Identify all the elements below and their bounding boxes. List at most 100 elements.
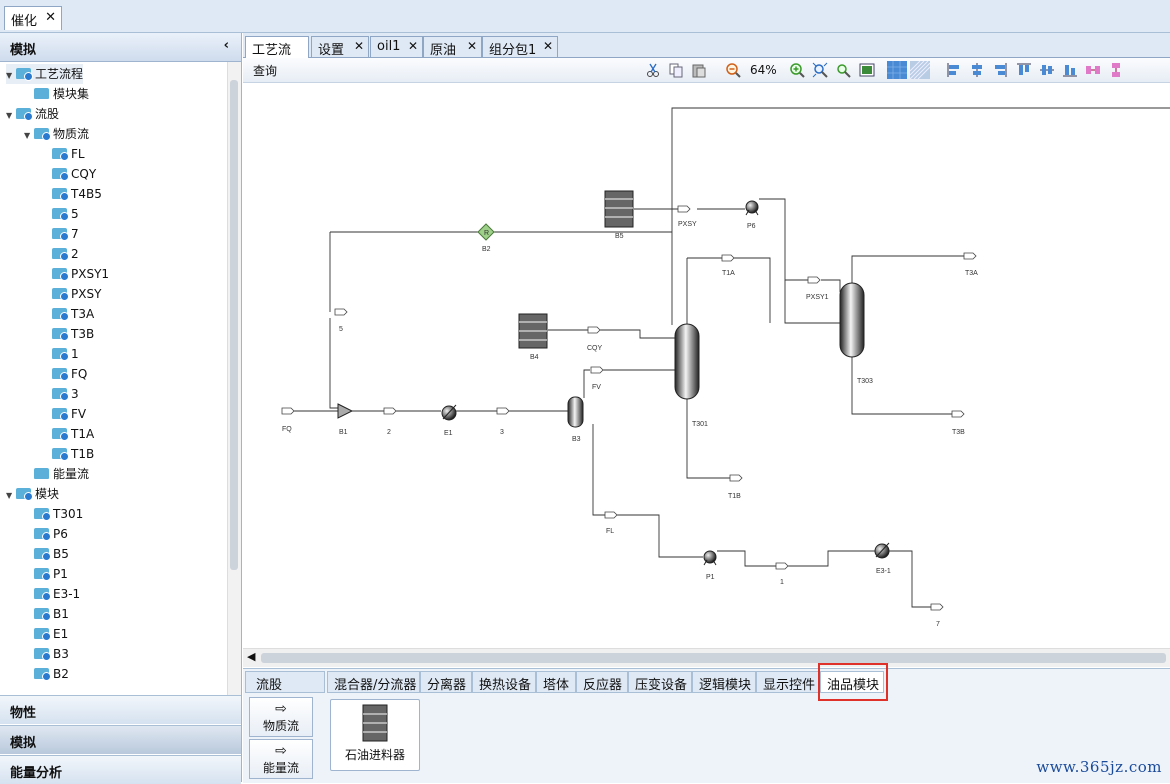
folder-icon <box>34 528 51 541</box>
tree-item[interactable]: PXSY <box>42 284 101 304</box>
label-e1: E1 <box>444 430 453 437</box>
tree-item[interactable]: 7 <box>42 224 79 244</box>
palette-tab-display[interactable]: 显示控件 <box>756 671 820 693</box>
tree-item[interactable]: B2 <box>24 664 69 684</box>
palette-tab-reactor[interactable]: 反应器 <box>576 671 628 693</box>
tree-item[interactable]: 2 <box>42 244 79 264</box>
close-icon[interactable]: ✕ <box>407 39 418 53</box>
tree-item[interactable]: E1 <box>24 624 68 644</box>
align-center-icon[interactable] <box>969 62 985 78</box>
palette-tab-mixer-splitter[interactable]: 混合器/分流器 <box>327 671 420 693</box>
palette-tab-pressure-change[interactable]: 压变设备 <box>628 671 692 693</box>
tree-item[interactable]: T1B <box>42 444 94 464</box>
nav-button-simulation[interactable]: 模拟 <box>0 725 241 754</box>
palette-tab-heat-exchange[interactable]: 换热设备 <box>472 671 536 693</box>
collapse-icon[interactable]: ‹ <box>223 38 229 53</box>
expand-arrow-icon[interactable]: ▼ <box>6 491 13 500</box>
nav-button-properties[interactable]: 物性 <box>0 695 241 724</box>
expand-arrow-icon[interactable]: ▼ <box>6 71 13 80</box>
tree-item-label: PXSY1 <box>71 267 110 281</box>
query-button[interactable]: 查询 <box>253 64 278 78</box>
expand-arrow-icon[interactable]: ▼ <box>6 111 13 120</box>
tree-scrollbar[interactable] <box>227 62 241 719</box>
align-left-icon[interactable] <box>946 62 962 78</box>
close-icon[interactable]: ✕ <box>466 39 477 53</box>
distribute-horizontal-icon[interactable] <box>1085 62 1101 78</box>
close-icon[interactable]: ✕ <box>353 39 364 53</box>
tree-item-label: 能量流 <box>53 467 90 481</box>
align-middle-icon[interactable] <box>1039 62 1055 78</box>
tree-item[interactable]: T4B5 <box>42 184 102 204</box>
image-export-icon[interactable] <box>859 62 875 78</box>
tree-item[interactable]: P1 <box>24 564 68 584</box>
paste-icon[interactable] <box>691 62 707 78</box>
tab-label: 压变设备 <box>635 678 688 693</box>
align-right-icon[interactable] <box>992 62 1008 78</box>
tab-oil1[interactable]: oil1✕ <box>370 36 423 57</box>
label-b5: B5 <box>615 233 624 240</box>
tab-crude[interactable]: 原油 ✕ <box>423 36 482 58</box>
canvas-horizontal-scrollbar[interactable]: ◀ <box>243 648 1170 667</box>
tree-item[interactable]: E3-1 <box>24 584 80 604</box>
tree-item[interactable]: FL <box>42 144 85 164</box>
label-t1b: T1B <box>728 493 741 500</box>
close-icon[interactable]: ✕ <box>45 10 56 25</box>
distribute-vertical-icon[interactable] <box>1108 62 1124 78</box>
scrollbar-thumb[interactable] <box>230 80 238 570</box>
tree-item[interactable]: T3A <box>42 304 94 324</box>
tab-flowsheet[interactable]: 工艺流程 <box>245 36 309 77</box>
material-stream-button[interactable]: ⇨ 物质流 <box>249 697 313 737</box>
tree-item[interactable]: T1A <box>42 424 94 444</box>
tree-item[interactable]: 3 <box>42 384 79 404</box>
expand-arrow-icon[interactable]: ▼ <box>24 131 31 140</box>
scrollbar-thumb[interactable] <box>261 653 1166 663</box>
tree-item[interactable]: 模块集 <box>24 84 89 104</box>
cut-icon[interactable] <box>645 62 661 78</box>
tree-item[interactable]: FQ <box>42 364 87 384</box>
tree-item-label: T3A <box>71 307 95 321</box>
flowsheet-canvas[interactable]: R B5 PXSY P6 B2 T1A T3A PXSY1 5 B4 CQY F… <box>243 83 1170 647</box>
tree-item-label: T3B <box>71 327 95 341</box>
document-tab[interactable]: 催化 ✕ <box>4 6 62 30</box>
tree-item-label: FQ <box>71 367 88 381</box>
tab-label: 原油 <box>430 43 457 58</box>
tree-item[interactable]: B3 <box>24 644 69 664</box>
tree-item[interactable]: PXSY1 <box>42 264 109 284</box>
nav-button-energy[interactable]: 能量分析 <box>0 755 241 784</box>
tree-item[interactable]: 1 <box>42 344 79 364</box>
align-bottom-icon[interactable] <box>1062 62 1078 78</box>
zoom-fit-icon[interactable] <box>812 62 828 78</box>
palette-tab-separator[interactable]: 分离器 <box>420 671 472 693</box>
zoom-select-icon[interactable] <box>835 62 851 78</box>
grid-fill-icon[interactable] <box>887 61 907 79</box>
tree-item[interactable]: FV <box>42 404 86 424</box>
tree-item[interactable]: P6 <box>24 524 68 544</box>
close-icon[interactable]: ✕ <box>542 39 553 53</box>
tree-item[interactable]: B5 <box>24 544 69 564</box>
zoom-in-icon[interactable] <box>789 62 805 78</box>
tree-item[interactable]: CQY <box>42 164 96 184</box>
align-top-icon[interactable] <box>1016 62 1032 78</box>
tab-component-package[interactable]: 组分包1✕ <box>482 36 558 58</box>
tree-item[interactable]: ▼物质流 <box>24 124 89 144</box>
document-tab-label: 催化 <box>11 14 38 29</box>
tree-item[interactable]: B1 <box>24 604 69 624</box>
tree-item[interactable]: ▼流股 <box>6 104 59 124</box>
tree-item[interactable]: 5 <box>42 204 79 224</box>
petroleum-feeder-item[interactable]: 石油进料器 <box>330 699 420 771</box>
tree-item[interactable]: ▼工艺流程 <box>6 64 84 84</box>
zoom-out-icon[interactable] <box>725 62 741 78</box>
palette-tab-oil-models[interactable]: 油品模块 <box>820 671 884 693</box>
svg-text:R: R <box>484 230 489 237</box>
palette-tab-logic[interactable]: 逻辑模块 <box>692 671 756 693</box>
tree-item[interactable]: T3B <box>42 324 94 344</box>
palette-tab-column[interactable]: 塔体 <box>536 671 576 693</box>
tree-item[interactable]: ▼模块 <box>6 484 59 504</box>
tab-settings[interactable]: 设置✕ <box>311 36 369 58</box>
grid-hatch-icon[interactable] <box>910 61 930 79</box>
scroll-left-icon[interactable]: ◀ <box>247 650 256 663</box>
copy-icon[interactable] <box>668 62 684 78</box>
tree-item[interactable]: T301 <box>24 504 83 524</box>
energy-stream-button[interactable]: ⇨ 能量流 <box>249 739 313 779</box>
tree-item[interactable]: 能量流 <box>24 464 89 484</box>
